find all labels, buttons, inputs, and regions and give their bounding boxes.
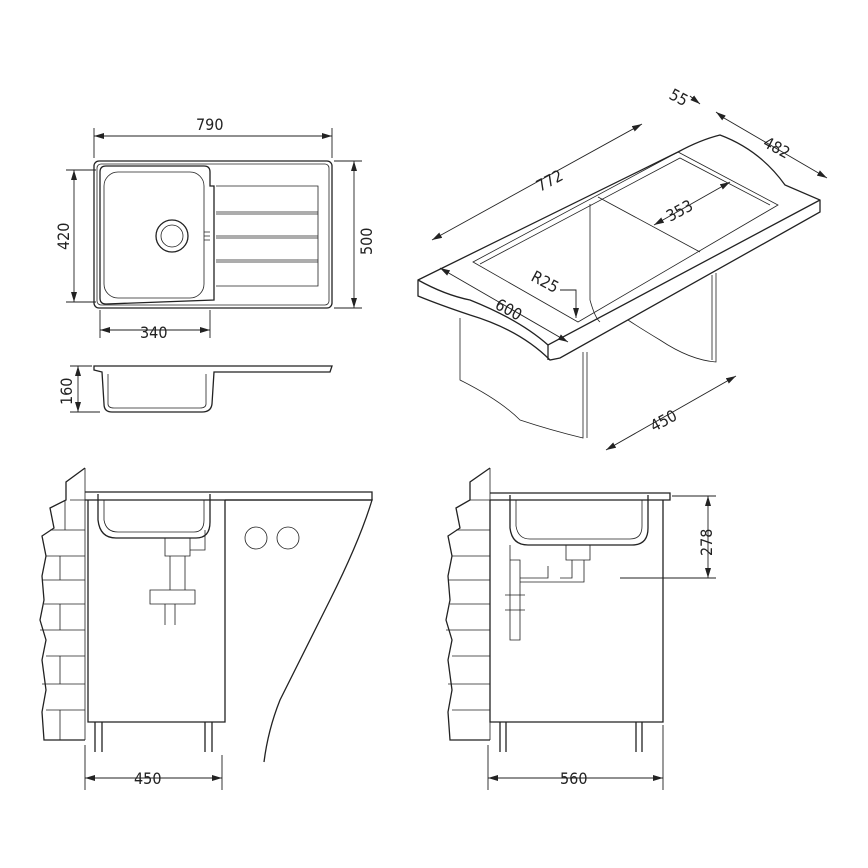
dim-353: 353 bbox=[663, 196, 696, 226]
dim-420: 420 bbox=[54, 223, 73, 250]
top-view: 790 420 500 340 bbox=[54, 115, 376, 342]
side-view: 160 bbox=[57, 365, 333, 413]
drain-icon bbox=[155, 219, 189, 253]
section-left: 450 bbox=[39, 467, 373, 790]
dim-160: 160 bbox=[57, 378, 76, 405]
dim-600: 600 bbox=[492, 295, 525, 325]
isometric-view: 772 55 482 353 R25 600 450 bbox=[417, 85, 828, 451]
dim-500: 500 bbox=[357, 228, 376, 255]
dim-55: 55 bbox=[666, 85, 691, 110]
dim-772: 772 bbox=[533, 166, 566, 196]
dim-278: 278 bbox=[697, 529, 716, 556]
radius-r25: R25 bbox=[528, 267, 562, 297]
dim-560: 560 bbox=[560, 769, 587, 788]
dim-482: 482 bbox=[760, 133, 793, 163]
dim-790: 790 bbox=[196, 115, 223, 134]
dim-450-left: 450 bbox=[134, 769, 161, 788]
dim-340: 340 bbox=[140, 323, 167, 342]
section-right: 278 560 bbox=[445, 467, 716, 790]
